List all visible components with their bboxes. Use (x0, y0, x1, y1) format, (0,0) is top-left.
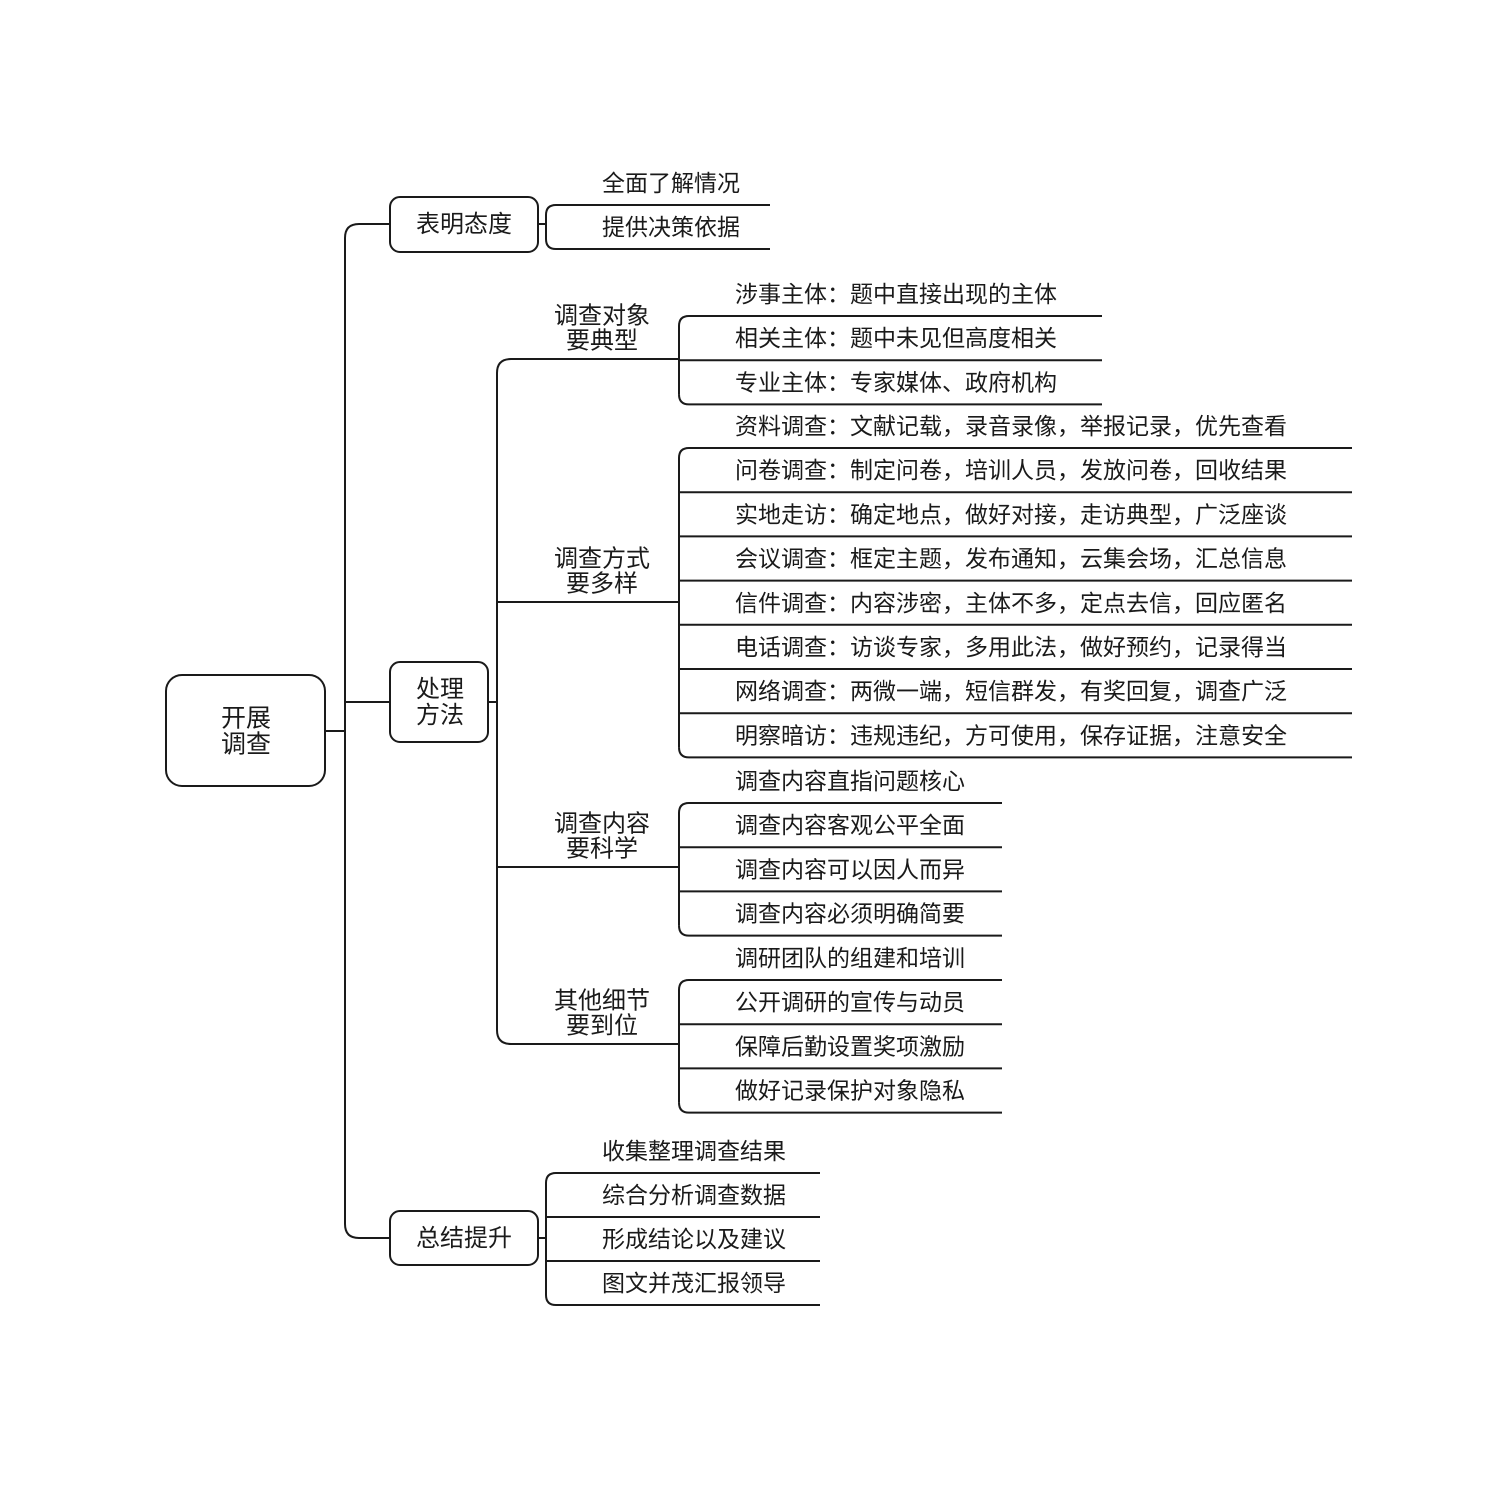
summary-underline-0 (545, 1172, 820, 1184)
summary-leaf: 收集整理调查结果 (602, 1139, 786, 1165)
root-connector-elbow-2 (344, 1223, 390, 1239)
content-leaf: 调查内容直指问题核心 (735, 769, 965, 795)
summary-underline-3 (545, 1294, 820, 1306)
style-leaf: 问卷调查：制定问卷，培训人员，发放问卷，回收结果 (735, 458, 1287, 484)
detail-leaf-underline-0 (678, 979, 1002, 991)
subject-leaf: 专业主体：专家媒体、政府机构 (735, 370, 1057, 396)
sub-label-subject: 调查对象要典型 (554, 302, 650, 355)
content-leaf-underline-0 (678, 802, 1002, 814)
attitude-underline-1 (545, 238, 770, 250)
subject-leaf: 涉事主体：题中直接出现的主体 (735, 282, 1057, 308)
style-leaf: 明察暗访：违规违纪，方可使用，保存证据，注意安全 (735, 723, 1287, 749)
branch-label-attitude: 表明态度 (416, 210, 512, 238)
content-leaf: 调查内容必须明确简要 (735, 902, 965, 928)
detail-leaf: 公开调研的宣传与动员 (735, 990, 965, 1016)
style-leaf: 实地走访：确定地点，做好对接，走访典型，广泛座谈 (735, 502, 1287, 528)
detail-leaf: 调研团队的组建和培训 (735, 946, 965, 972)
root-connector-elbow-0 (344, 223, 390, 239)
attitude-leaf: 提供决策依据 (602, 215, 740, 241)
style-leaf: 网络调查：两微一端，短信群发，有奖回复，调查广泛 (735, 679, 1287, 705)
style-leaf: 资料调查：文献记载，录音录像，举报记录，优先查看 (735, 414, 1287, 440)
style-leaf: 会议调查：框定主题，发布通知，云集会场，汇总信息 (735, 547, 1287, 573)
branch-box-summary (389, 1210, 539, 1266)
detail-leaf-underline-3 (678, 1102, 1002, 1114)
branch-box-method (389, 661, 489, 743)
style-leaf: 信件调查：内容涉密，主体不多，定点去信，回应匿名 (735, 591, 1287, 617)
detail-leaf: 做好记录保护对象隐私 (735, 1079, 965, 1105)
summary-leaf: 形成结论以及建议 (602, 1227, 786, 1253)
style-leaf: 电话调查：访谈专家，多用此法，做好预约，记录得当 (735, 635, 1287, 661)
branch-label-method: 处理方法 (416, 675, 464, 729)
style-leaf-underline-7 (678, 747, 1352, 759)
subject-leaf: 相关主体：题中未见但高度相关 (735, 326, 1057, 352)
attitude-leaf: 全面了解情况 (602, 171, 740, 197)
sub-label-content: 调查内容要科学 (554, 810, 650, 863)
sub-label-style: 调查方式要多样 (554, 545, 650, 598)
sub-label-detail: 其他细节要到位 (554, 987, 650, 1040)
style-leaf-underline-0 (678, 447, 1352, 459)
method-connector-elbow-0 (496, 358, 678, 374)
subject-leaf-underline-2 (678, 394, 1102, 406)
branch-box-attitude (389, 196, 539, 253)
summary-leaf: 综合分析调查数据 (602, 1183, 786, 1209)
attitude-underline-0 (545, 204, 770, 216)
root-node-label: 开展调查 (221, 704, 271, 759)
summary-leaf: 图文并茂汇报领导 (602, 1271, 786, 1297)
content-leaf-underline-3 (678, 925, 1002, 937)
branch-label-summary: 总结提升 (416, 1224, 512, 1252)
subject-leaf-underline-0 (678, 315, 1102, 327)
detail-leaf: 保障后勤设置奖项激励 (735, 1034, 965, 1060)
root-node-box (165, 674, 326, 787)
method-connector-elbow-3 (496, 1029, 678, 1045)
content-leaf: 调查内容客观公平全面 (735, 813, 965, 839)
content-leaf: 调查内容可以因人而异 (735, 857, 965, 883)
